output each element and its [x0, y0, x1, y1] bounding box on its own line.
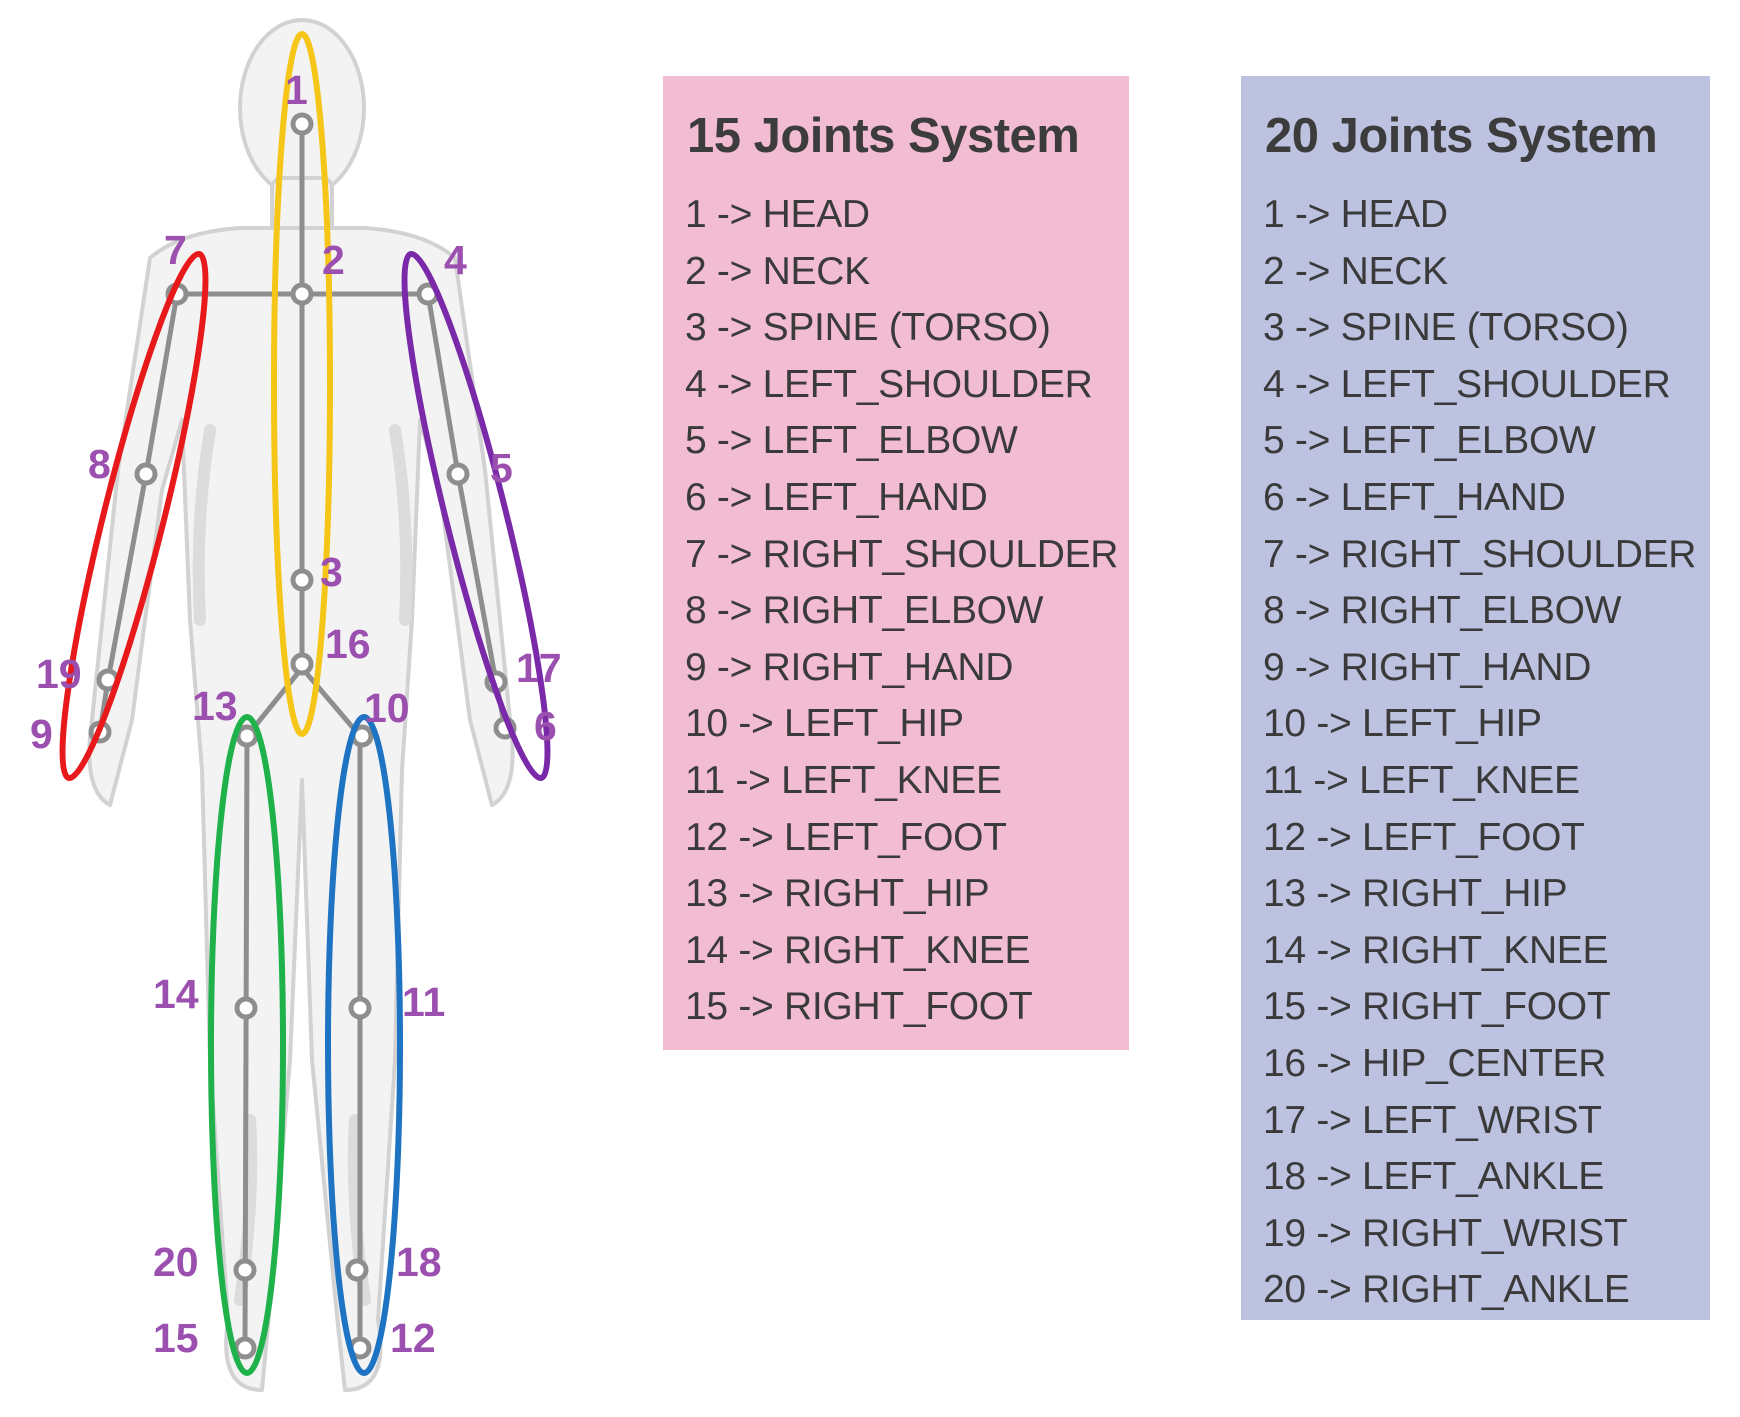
- joint-label-1: 1: [285, 67, 308, 113]
- spine-group-ellipse: [271, 31, 333, 737]
- list-item: 19 -> RIGHT_WRIST: [1263, 1211, 1628, 1255]
- joint-8-marker: [134, 462, 158, 486]
- joint-13-marker: [235, 724, 259, 748]
- list-item: 15 -> RIGHT_FOOT: [685, 985, 1033, 1029]
- joint-11-marker: [348, 996, 372, 1020]
- list-item: 11 -> LEFT_KNEE: [685, 758, 1002, 802]
- list-item: 11 -> LEFT_KNEE: [1263, 758, 1580, 802]
- list-item: 14 -> RIGHT_KNEE: [685, 928, 1031, 972]
- list-item: 4 -> LEFT_SHOULDER: [685, 362, 1093, 406]
- list-item: 1 -> HEAD: [685, 193, 870, 236]
- list-item: 12 -> LEFT_FOOT: [685, 815, 1007, 859]
- list-item: 18 -> LEFT_ANKLE: [1263, 1155, 1604, 1199]
- joints-20-panel: 20 Joints System 1 -> HEAD 2 -> NECK 3 -…: [1241, 76, 1710, 1320]
- joint-label-14: 14: [153, 971, 199, 1017]
- list-item: 5 -> LEFT_ELBOW: [1263, 419, 1596, 463]
- joint-label-6: 6: [534, 703, 557, 749]
- list-item: 3 -> SPINE (TORSO): [1263, 306, 1629, 350]
- right-arm-group-ellipse: [59, 250, 209, 782]
- joint-label-4: 4: [444, 237, 467, 283]
- list-item: 9 -> RIGHT_HAND: [1263, 645, 1592, 689]
- list-item: 6 -> LEFT_HAND: [685, 475, 988, 519]
- joint-15-marker: [233, 1336, 257, 1360]
- list-item: 17 -> LEFT_WRIST: [1263, 1098, 1602, 1142]
- list-item: 2 -> NECK: [1263, 249, 1448, 293]
- joint-20-marker: [233, 1258, 257, 1282]
- joints-15-panel: 15 Joints System 1 -> HEAD 2 -> NECK 3 -…: [663, 76, 1129, 1050]
- joint-label-7: 7: [164, 227, 187, 273]
- joint-3-marker: [290, 568, 314, 592]
- joint-label-2: 2: [322, 237, 345, 283]
- list-item: 10 -> LEFT_HIP: [685, 702, 964, 746]
- group-ellipses: [59, 31, 551, 1376]
- joint-label-8: 8: [88, 441, 111, 487]
- list-item: 1 -> HEAD: [1263, 193, 1448, 236]
- joint-label-5: 5: [490, 445, 513, 491]
- list-item: 10 -> LEFT_HIP: [1263, 702, 1542, 746]
- joint-16-marker: [290, 652, 314, 676]
- panel-title: 20 Joints System: [1265, 109, 1658, 163]
- right-leg-group-ellipse: [208, 714, 286, 1376]
- joint-2-marker: [290, 282, 314, 306]
- list-item: 4 -> LEFT_SHOULDER: [1263, 362, 1671, 406]
- list-item: 16 -> HIP_CENTER: [1263, 1041, 1607, 1085]
- joint-1-marker: [290, 112, 314, 136]
- joint-label-15: 15: [153, 1315, 199, 1361]
- left-leg-group-ellipse: [325, 714, 403, 1376]
- joint-label-11: 11: [402, 979, 445, 1025]
- body-skeleton-figure: 1 2 3 16 4 5 17 6 7 8 19 9 13 10 14 11 2…: [30, 18, 562, 1392]
- joint-label-16: 16: [325, 621, 371, 667]
- list-item: 9 -> RIGHT_HAND: [685, 645, 1014, 689]
- list-item: 8 -> RIGHT_ELBOW: [685, 589, 1044, 633]
- list-item: 13 -> RIGHT_HIP: [1263, 872, 1568, 916]
- joint-label-9: 9: [30, 711, 53, 757]
- joint-list: 1 -> HEAD 2 -> NECK 3 -> SPINE (TORSO) 4…: [1263, 187, 1710, 1319]
- list-item: 13 -> RIGHT_HIP: [685, 872, 990, 916]
- joint-label-18: 18: [396, 1239, 442, 1285]
- joint-18-marker: [345, 1258, 369, 1282]
- list-item: 7 -> RIGHT_SHOULDER: [685, 532, 1119, 576]
- list-item: 8 -> RIGHT_ELBOW: [1263, 589, 1622, 633]
- joint-5-marker: [446, 462, 470, 486]
- joint-label-17: 17: [516, 645, 562, 691]
- list-item: 7 -> RIGHT_SHOULDER: [1263, 532, 1697, 576]
- joint-label-20: 20: [153, 1239, 199, 1285]
- joint-labels: 1 2 3 16 4 5 17 6 7 8 19 9 13 10 14 11 2…: [30, 67, 562, 1361]
- list-item: 3 -> SPINE (TORSO): [685, 306, 1051, 350]
- left-arm-group-ellipse: [401, 250, 551, 782]
- joint-label-13: 13: [192, 683, 238, 729]
- list-item: 5 -> LEFT_ELBOW: [685, 419, 1018, 463]
- list-item: 15 -> RIGHT_FOOT: [1263, 985, 1611, 1029]
- list-item: 2 -> NECK: [685, 249, 870, 293]
- list-item: 20 -> RIGHT_ANKLE: [1263, 1268, 1630, 1312]
- joint-list: 1 -> HEAD 2 -> NECK 3 -> SPINE (TORSO) 4…: [685, 187, 1129, 1036]
- joint-14-marker: [234, 996, 258, 1020]
- list-item: 6 -> LEFT_HAND: [1263, 475, 1566, 519]
- list-item: 14 -> RIGHT_KNEE: [1263, 928, 1609, 972]
- panel-title: 15 Joints System: [687, 109, 1080, 163]
- joint-label-19: 19: [36, 651, 82, 697]
- joint-label-3: 3: [320, 549, 343, 595]
- list-item: 12 -> LEFT_FOOT: [1263, 815, 1585, 859]
- joint-label-12: 12: [390, 1315, 436, 1361]
- joint-label-10: 10: [364, 685, 410, 731]
